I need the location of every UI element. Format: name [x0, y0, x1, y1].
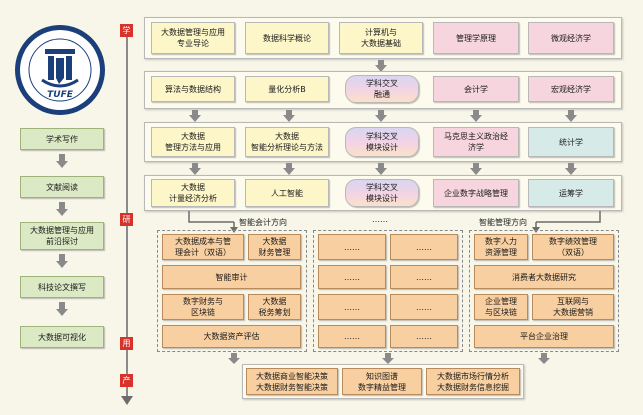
course-asset-valuation: 大数据资产评估 [162, 325, 301, 348]
placeholder-course: …… [390, 234, 458, 260]
placeholder-course: …… [318, 234, 386, 260]
course-econometrics: 大数据 计量经济分析 [151, 179, 235, 207]
course-digital-hr: 数字人力 资源管理 [474, 234, 528, 260]
arrow-down-icon [470, 110, 482, 122]
stage-xue: 学 [120, 24, 133, 37]
arrow-down-icon [56, 302, 68, 316]
output-market-analysis: 大数据市场行情分析 大数据财务信息挖掘 [426, 368, 520, 395]
arrow-down-icon [538, 353, 550, 364]
arrow-down-icon [56, 202, 68, 216]
output-knowledge-graph: 知识图谱 数字精益管理 [342, 368, 422, 395]
stage-yan: 研 [120, 213, 133, 226]
course-statistics: 统计学 [528, 127, 614, 157]
panel-smart-accounting [157, 230, 307, 352]
placeholder-course: …… [390, 265, 458, 289]
course-digital-strategy: 企业数字战略管理 [433, 179, 519, 207]
direction-right-label: 智能管理方向 [479, 218, 527, 227]
course-tax-planning: 大数据 税务筹划 [248, 294, 301, 320]
arrow-down-icon [56, 154, 68, 168]
panel-other-direction [313, 230, 463, 352]
stage-yong: 用 [120, 337, 133, 350]
course-bigdata-management: 大数据 管理方法与应用 [151, 127, 235, 157]
course-digital-finance-blockchain: 数字财务与 区块链 [162, 294, 244, 320]
course-operations-research: 运筹学 [528, 179, 614, 207]
arrow-down-icon [189, 163, 201, 175]
course-quant-analysis: 量化分析B [245, 76, 329, 102]
arrow-down-icon [565, 110, 577, 122]
university-logo: 天津财经大学 TUFE [12, 22, 108, 118]
step-academic-writing: 学术写作 [20, 128, 104, 150]
stage-chan: 产 [120, 374, 133, 387]
course-enterprise-blockchain: 企业管理 与区块链 [474, 294, 528, 320]
arrow-down-icon [375, 110, 387, 122]
course-internet-marketing: 互联网与 大数据营销 [532, 294, 614, 320]
course-macroeconomics: 宏观经济学 [528, 76, 614, 102]
course-accounting: 会计学 [433, 76, 519, 102]
course-cost-accounting: 大数据成本与管 理会计（双语） [162, 234, 244, 260]
placeholder-course: …… [390, 294, 458, 320]
placeholder-course: …… [318, 294, 386, 320]
course-ai: 人工智能 [245, 179, 329, 207]
step-frontier-discussion: 大数据管理与应用 前沿探讨 [20, 222, 104, 250]
placeholder-course: …… [318, 265, 386, 289]
arrow-down-icon [375, 163, 387, 175]
placeholder-course: …… [318, 325, 386, 348]
arrow-down-icon [228, 353, 240, 364]
course-financial-mgmt: 大数据 财务管理 [248, 234, 301, 260]
logo-initials: TUFE [47, 90, 74, 100]
arrow-down-icon [382, 353, 394, 364]
cross-discipline-module-1: 学科交叉 模块设计 [345, 127, 419, 157]
output-bi-decision: 大数据商业智能决策 大数据财务智能决策 [246, 368, 338, 395]
arrow-down-icon [189, 110, 201, 122]
course-management: 管理学原理 [433, 22, 519, 54]
step-literature-reading: 文献阅读 [20, 176, 104, 198]
cross-discipline-module-2: 学科交叉 模块设计 [345, 179, 419, 207]
arrow-down-icon [375, 60, 387, 72]
course-data-science: 数据科学概论 [245, 22, 329, 54]
cross-discipline-integration: 学科交叉 融通 [345, 75, 419, 103]
course-smart-audit: 智能审计 [162, 265, 301, 289]
arrow-down-icon [283, 110, 295, 122]
placeholder-course: …… [390, 325, 458, 348]
step-paper-writing: 科技论文撰写 [20, 276, 104, 298]
course-consumer-bigdata: 消费者大数据研究 [474, 265, 614, 289]
course-marxist-economics: 马克思主义政治经 济学 [433, 127, 519, 157]
arrow-down-icon [283, 163, 295, 175]
timeline-arrow-icon [121, 396, 133, 405]
panel-smart-management [469, 230, 619, 352]
course-platform-governance: 平台企业治理 [474, 325, 614, 348]
arrow-down-icon [565, 163, 577, 175]
course-algorithms: 算法与数据结构 [151, 76, 235, 102]
course-computer-basics: 计算机与 大数据基础 [339, 22, 423, 54]
arrow-down-icon [470, 163, 482, 175]
course-intro: 大数据管理与应用 专业导论 [151, 22, 235, 54]
direction-middle-label: …… [372, 215, 388, 224]
course-microeconomics: 微观经济学 [528, 22, 614, 54]
direction-left-label: 智能会计方向 [239, 218, 287, 227]
course-digital-performance: 数字绩效管理 （双语） [532, 234, 614, 260]
course-intelligent-analysis: 大数据 智能分析理论与方法 [245, 127, 329, 157]
arrow-down-icon [56, 254, 68, 268]
step-visualization: 大数据可视化 [20, 326, 104, 348]
